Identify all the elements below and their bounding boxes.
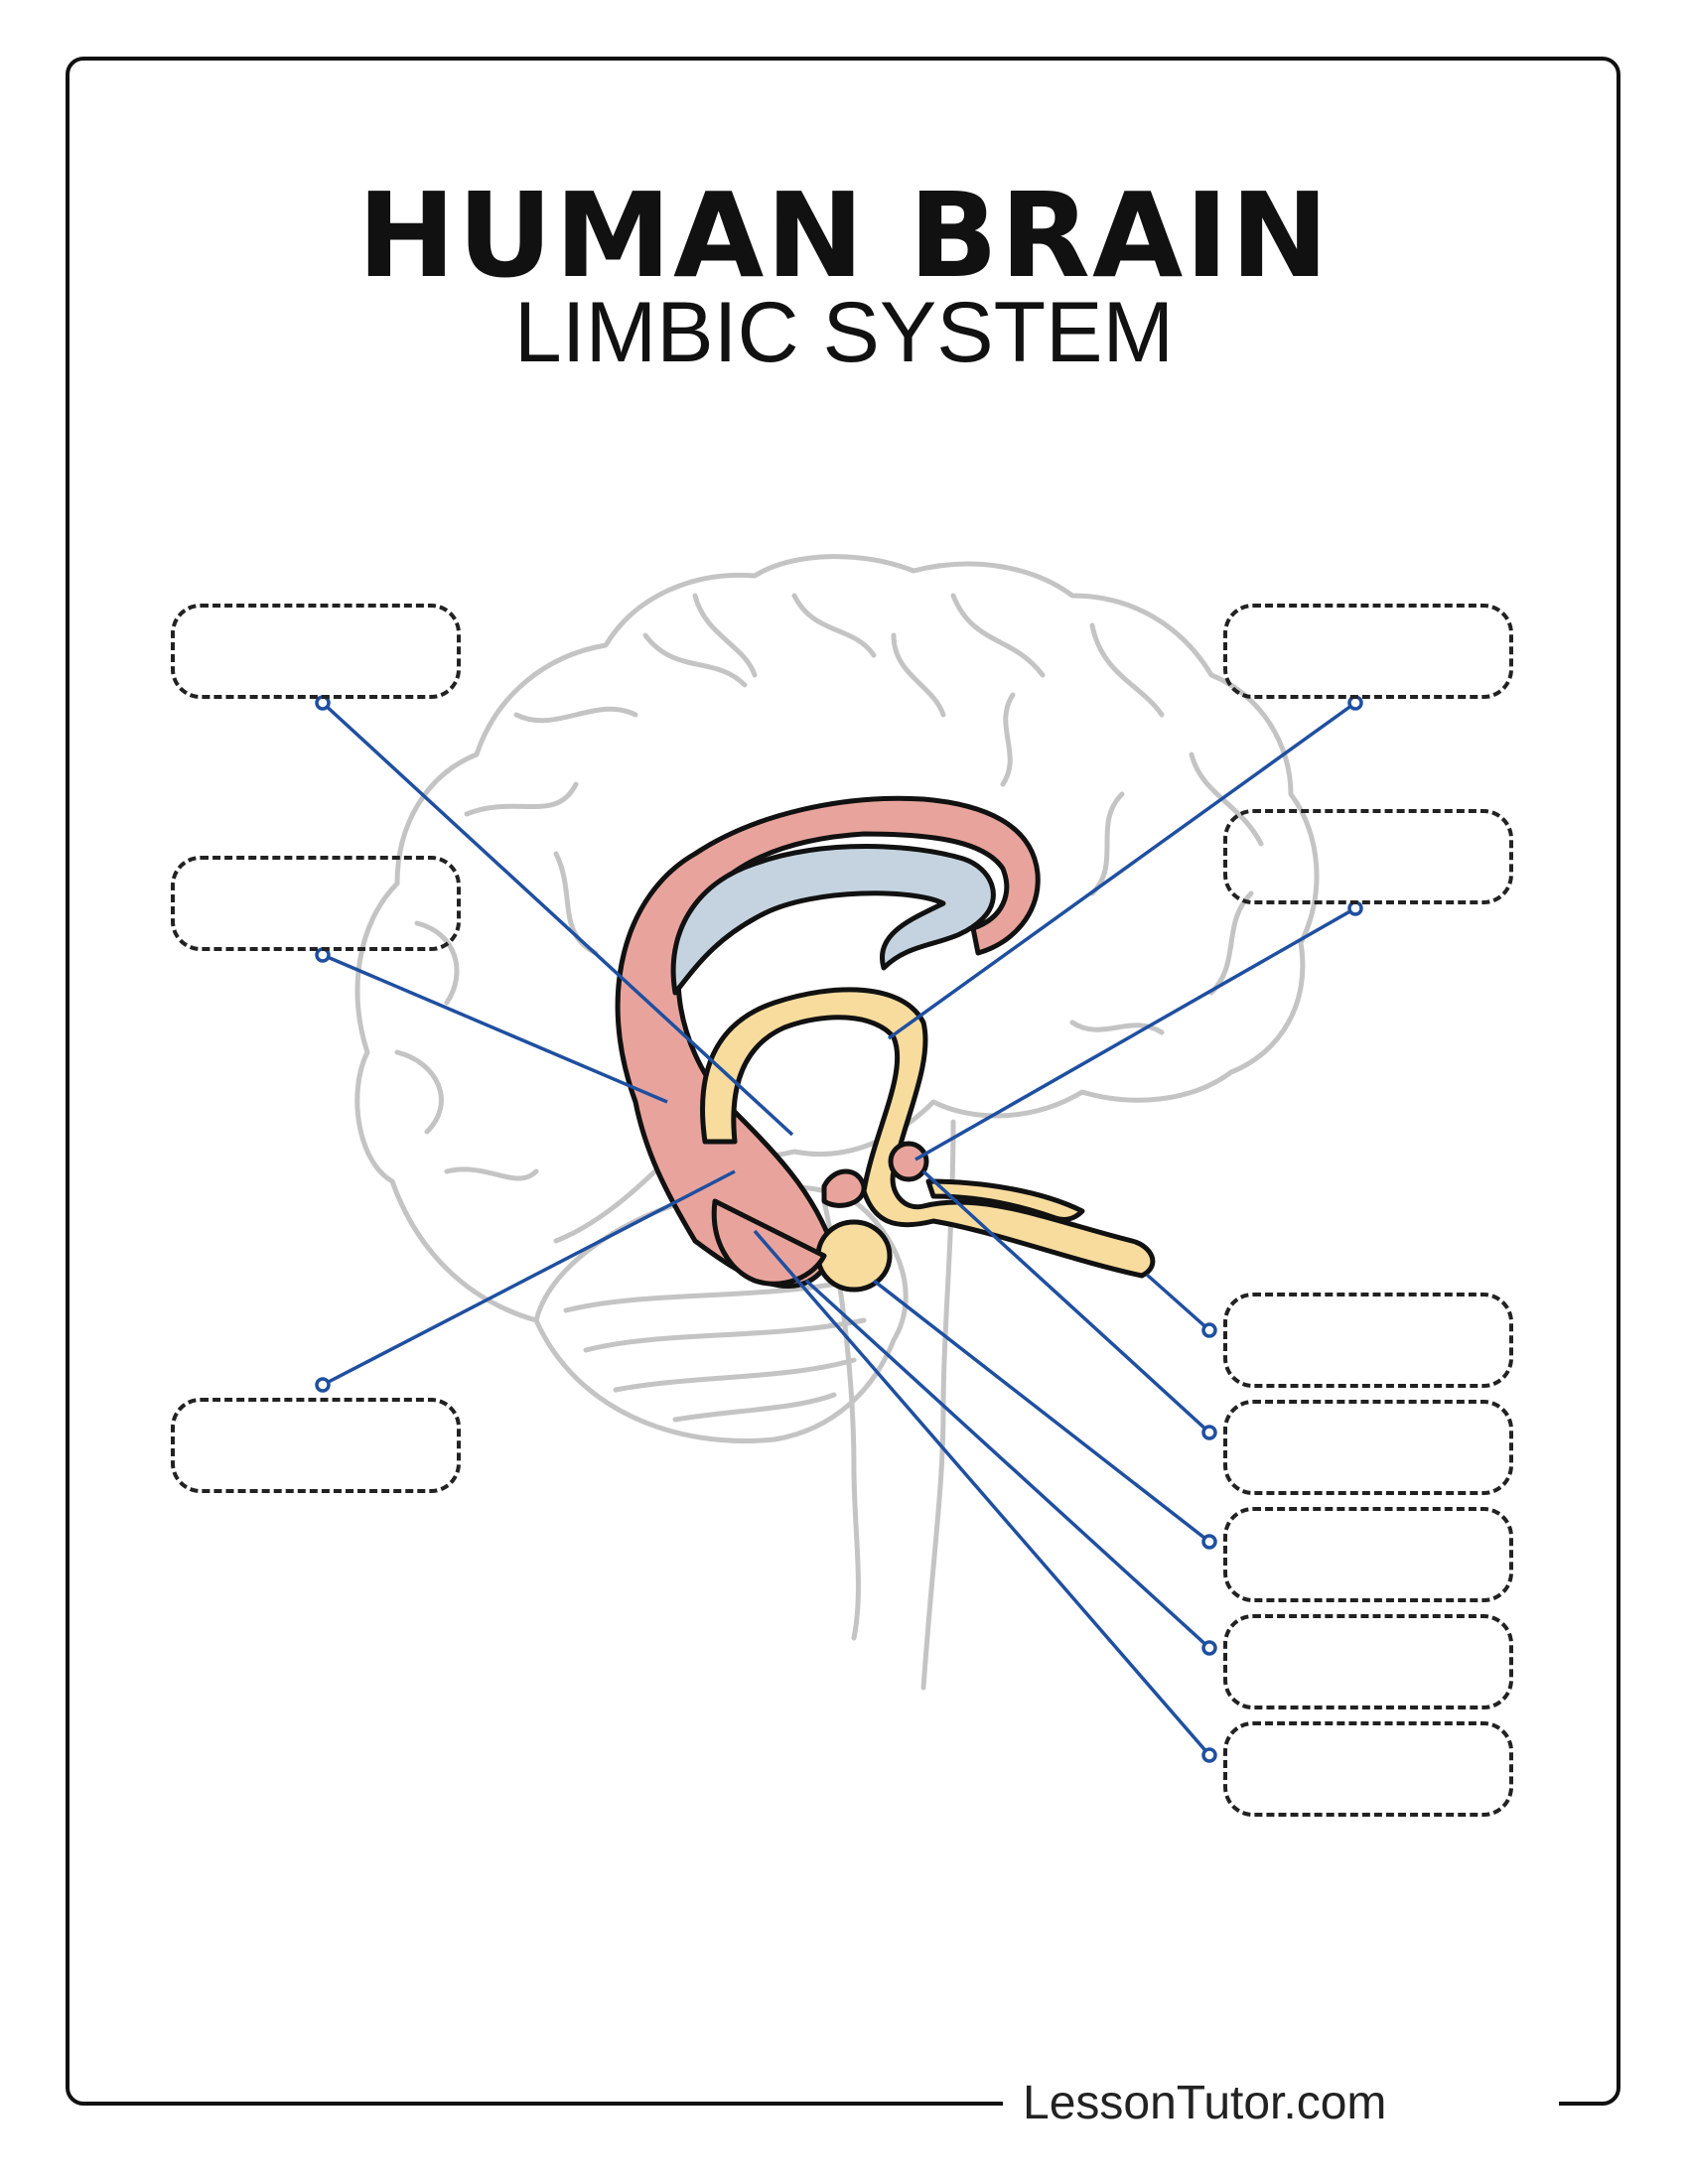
worksheet-subtitle: LIMBIC SYSTEM bbox=[513, 285, 1175, 380]
label-box-right-3[interactable] bbox=[1223, 1293, 1513, 1388]
leader-line-right-1 bbox=[887, 701, 1357, 1040]
footer-website: LessonTutor.com bbox=[1023, 2077, 1387, 2129]
label-box-right-1[interactable] bbox=[1223, 604, 1513, 699]
label-box-left-1[interactable] bbox=[171, 604, 461, 699]
leader-dot-right-5 bbox=[1201, 1534, 1217, 1550]
leader-line-left-3 bbox=[322, 1169, 736, 1387]
label-box-left-3[interactable] bbox=[171, 1398, 461, 1493]
leader-line-right-3 bbox=[1145, 1273, 1211, 1332]
page-border bbox=[66, 57, 1620, 2106]
label-box-right-6[interactable] bbox=[1223, 1614, 1513, 1709]
label-box-right-7[interactable] bbox=[1223, 1721, 1513, 1817]
cerebellum-folia bbox=[563, 1278, 867, 1423]
limbic-structures bbox=[615, 795, 1156, 1293]
leader-line-left-1 bbox=[321, 701, 794, 1137]
leader-line-right-2 bbox=[914, 906, 1356, 1161]
label-box-left-2[interactable] bbox=[171, 856, 461, 951]
leader-dot-right-3 bbox=[1201, 1322, 1217, 1338]
leader-dot-right-6 bbox=[1201, 1640, 1217, 1656]
anterior-commissure bbox=[821, 1168, 867, 1208]
amygdala bbox=[815, 1219, 893, 1293]
leader-dot-right-4 bbox=[1201, 1425, 1217, 1440]
worksheet-title: HUMAN BRAIN bbox=[357, 167, 1331, 304]
leader-line-right-4 bbox=[921, 1169, 1211, 1434]
footer-background bbox=[1003, 2075, 1559, 2134]
label-box-right-4[interactable] bbox=[1223, 1400, 1513, 1495]
fornix-tail bbox=[925, 1178, 1085, 1222]
hippocampus bbox=[711, 1198, 827, 1287]
leader-line-right-5 bbox=[872, 1279, 1211, 1544]
fornix bbox=[700, 987, 1156, 1279]
lateral-ventricle bbox=[670, 844, 996, 996]
gyri-lines bbox=[394, 593, 1264, 1181]
label-box-right-5[interactable] bbox=[1223, 1507, 1513, 1602]
label-box-right-2[interactable] bbox=[1223, 809, 1513, 904]
brain-outline bbox=[354, 554, 1320, 1691]
leader-dot-left-3 bbox=[315, 1377, 331, 1393]
cerebrum-outline bbox=[354, 554, 1320, 1323]
mammillary-body bbox=[888, 1141, 929, 1182]
leader-dot-right-7 bbox=[1201, 1747, 1217, 1763]
leader-lines bbox=[315, 695, 1363, 1763]
leader-line-right-7 bbox=[753, 1229, 1211, 1757]
leader-line-right-6 bbox=[804, 1279, 1211, 1650]
leader-line-left-2 bbox=[322, 953, 668, 1104]
